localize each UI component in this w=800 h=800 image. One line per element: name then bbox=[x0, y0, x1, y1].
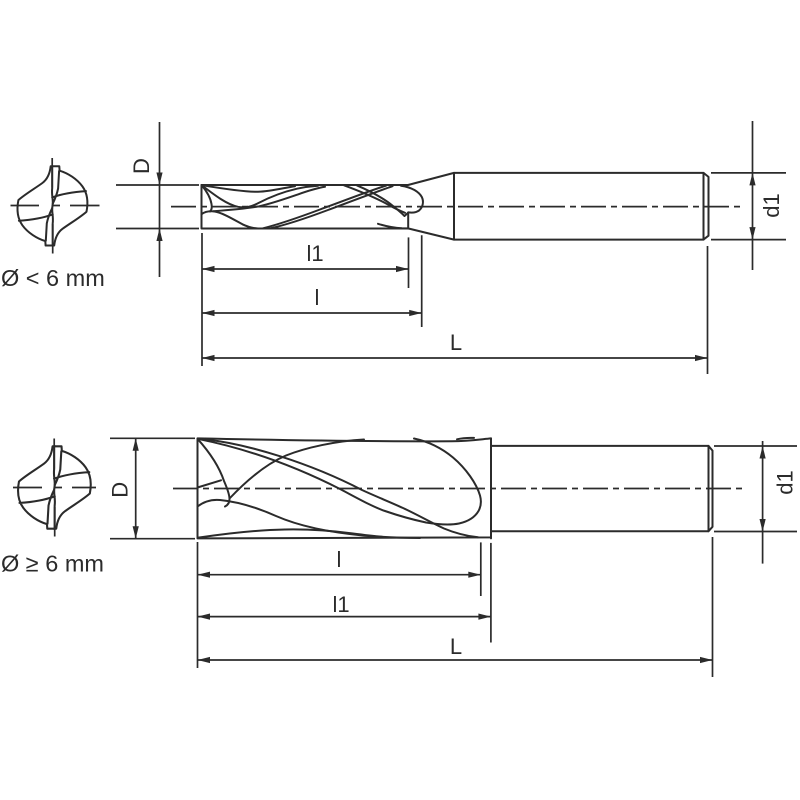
svg-text:l1: l1 bbox=[306, 241, 323, 266]
svg-text:d1: d1 bbox=[759, 193, 784, 217]
svg-text:l: l bbox=[337, 547, 342, 572]
svg-text:d1: d1 bbox=[773, 470, 798, 494]
svg-text:D: D bbox=[129, 158, 154, 174]
svg-text:Ø < 6 mm: Ø < 6 mm bbox=[1, 265, 105, 291]
svg-text:l1: l1 bbox=[332, 592, 349, 617]
svg-text:Ø ≥ 6 mm: Ø ≥ 6 mm bbox=[1, 551, 104, 577]
svg-text:L: L bbox=[450, 330, 462, 355]
svg-text:l: l bbox=[315, 285, 320, 310]
svg-text:L: L bbox=[450, 634, 462, 659]
svg-text:D: D bbox=[108, 482, 133, 498]
